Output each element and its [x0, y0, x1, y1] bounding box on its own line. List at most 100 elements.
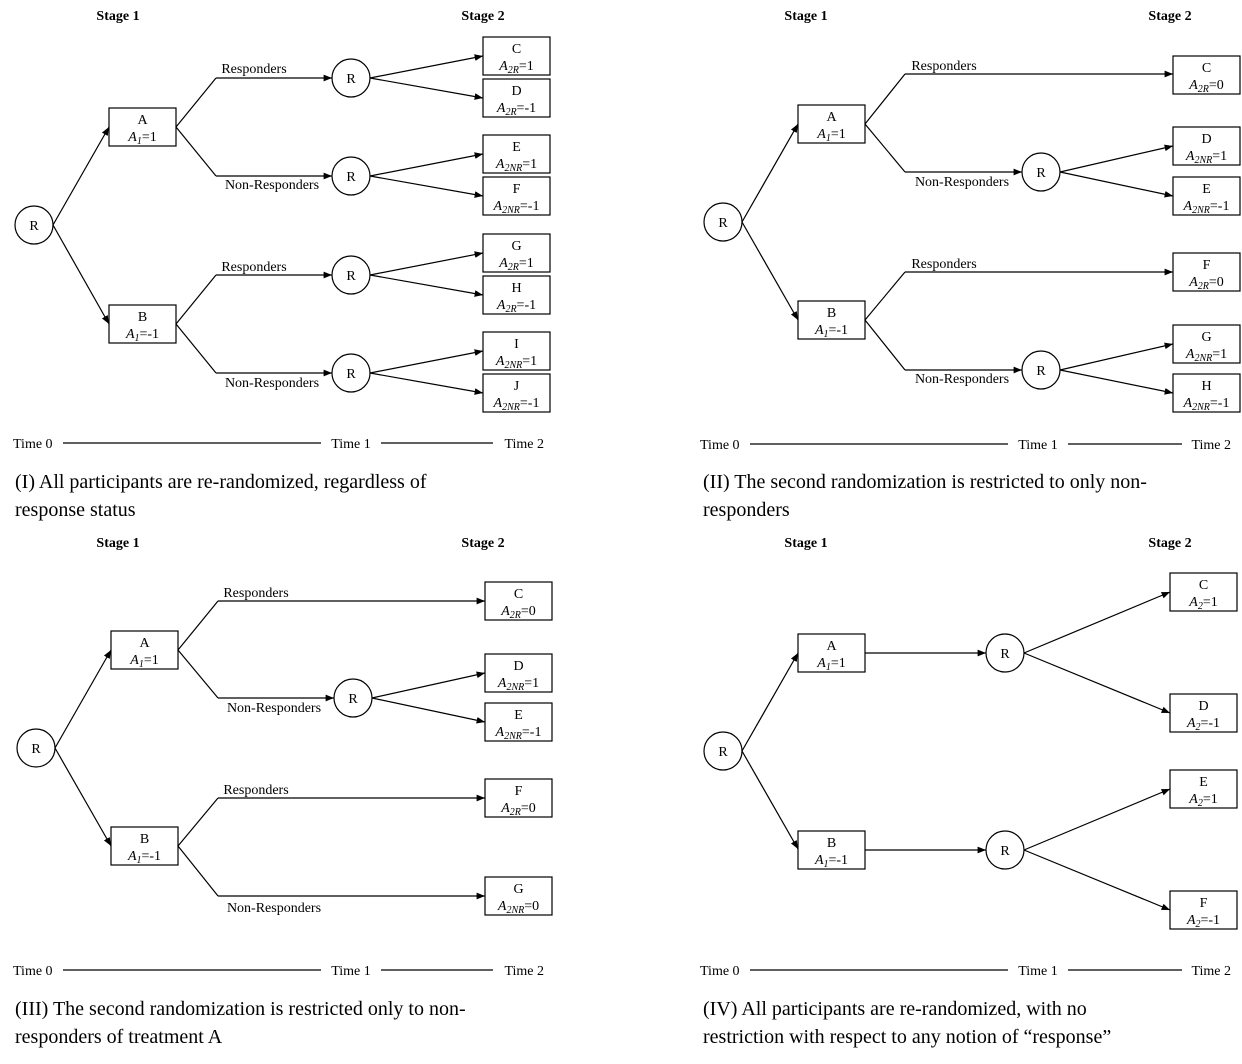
stage2-node-G-name: G	[1201, 330, 1211, 345]
stage2-node-F-name: F	[1200, 896, 1208, 911]
stage1-node-A-name: A	[826, 110, 837, 125]
randomization-node-1: R	[333, 678, 373, 718]
randomization-node-3-label: R	[346, 269, 356, 284]
randomization-node-3: R	[331, 255, 371, 295]
stage2-node-H-sub: 2NR	[1192, 402, 1210, 413]
stage1-node-B-sub: 1	[135, 333, 140, 344]
time-0-label: Time 0	[13, 964, 53, 979]
randomization-node-2: R	[985, 830, 1025, 870]
stage2-node-G-var: A	[497, 899, 507, 914]
stage2-node-C-var: A	[500, 604, 510, 619]
randomization-node-2-label: R	[346, 170, 356, 185]
edge-root-to-B	[54, 747, 112, 847]
caption-line-1: (III) The second randomization is restri…	[15, 998, 466, 1020]
stage2-node-D-assignment: A2NR=1	[497, 676, 539, 693]
stage1-node-B-name: B	[827, 306, 836, 321]
stage1-node-A-sub: 1	[826, 133, 831, 144]
stage1-node-B: BA1=-1	[797, 830, 866, 870]
stage2-node-D-sub: 2NR	[506, 682, 524, 693]
edge-root-to-B	[741, 221, 799, 321]
stage1-node-B-sub: 1	[137, 855, 142, 866]
edge-to-stage2-H	[369, 274, 484, 297]
stage1-node-A-assignment: A1=1	[816, 656, 845, 673]
stage1-node-B-name: B	[138, 310, 147, 325]
stage1-node-B-sub: 1	[824, 329, 829, 340]
stage1-node-B-val: =-1	[140, 327, 160, 342]
stage1-node-A-sub: 1	[139, 659, 144, 670]
stage2-node-C-val: =1	[1203, 595, 1218, 610]
time-2-label: Time 2	[504, 964, 544, 979]
stage2-node-E-assignment: A2=1	[1188, 792, 1217, 809]
stage2-node-C-shape	[482, 36, 551, 76]
stage2-node-F-name: F	[515, 784, 523, 799]
stage-2-header: Stage 2	[1148, 9, 1191, 24]
stage2-node-D-val: =1	[1212, 149, 1227, 164]
stage2-node-H-var: A	[496, 298, 506, 313]
edge-to-stage2-C	[369, 54, 484, 79]
stage2-node-G-var: A	[1185, 347, 1195, 362]
stage2-node-D-name: D	[511, 84, 521, 99]
stage-1-header: Stage 1	[96, 536, 139, 551]
edge-root-to-A	[52, 126, 110, 226]
stage2-node-D-val: =-1	[1201, 716, 1221, 731]
caption-line-2: restriction with respect to any notion o…	[703, 1026, 1111, 1048]
stage2-node-E-sub: 2NR	[504, 731, 522, 742]
edge-to-responders-3	[175, 274, 217, 325]
branch-label-4: Non-Responders	[225, 376, 319, 391]
branch-label-2: Non-Responders	[915, 175, 1009, 190]
time-2-label: Time 2	[1191, 438, 1231, 453]
stage2-node-C-name: C	[1199, 578, 1208, 593]
stage2-node-H-name: H	[1201, 379, 1211, 394]
stage2-node-F-val: =0	[1209, 275, 1224, 290]
stage2-node-F-shape	[484, 778, 553, 818]
stage2-node-E-val: =-1	[522, 725, 542, 740]
stage2-node-I-var: A	[495, 354, 505, 369]
stage1-node-B-name: B	[827, 836, 836, 851]
stage2-node-H-val: =-1	[517, 298, 537, 313]
stage2-node-J-shape	[482, 373, 551, 413]
root-randomization: R	[703, 202, 743, 242]
stage1-node-A-assignment: A1=1	[816, 127, 845, 144]
branch-label-3: Responders	[911, 257, 976, 272]
edge-root-to-B	[741, 750, 799, 850]
stage2-node-F-assignment: A2R=0	[1188, 275, 1224, 292]
stage2-node-D-shape	[484, 653, 553, 693]
stage2-node-C-var: A	[1188, 595, 1198, 610]
stage2-node-E-var: A	[495, 725, 505, 740]
stage2-node-D-sub: 2	[1196, 722, 1201, 733]
stage1-node-B-val: =-1	[142, 849, 162, 864]
stage1-node-B-assignment: A1=-1	[125, 327, 159, 344]
time-1-label: Time 1	[331, 437, 371, 452]
stage1-node-B-var: A	[127, 849, 137, 864]
stage2-node-C-val: =1	[519, 59, 534, 74]
stage-2-header: Stage 2	[1148, 536, 1191, 551]
stage2-node-D-shape	[1172, 126, 1241, 166]
stage2-node-D-assignment: A2NR=1	[1185, 149, 1227, 166]
stage-2-header: Stage 2	[461, 536, 504, 551]
edge-B-nonresponders	[177, 845, 219, 897]
stage1-node-A-sub: 1	[826, 662, 831, 673]
stage1-node-A-var: A	[816, 656, 826, 671]
stage2-node-E-val: =1	[522, 157, 537, 172]
stage1-node-A: AA1=1	[797, 633, 866, 673]
stage2-node-F-shape	[1169, 890, 1238, 930]
stage2-node-F-assignment: A2=-1	[1186, 913, 1220, 930]
root-randomization-label: R	[718, 745, 728, 760]
time-1-label: Time 1	[331, 964, 371, 979]
stage2-node-C-shape	[1172, 55, 1241, 95]
root-randomization: R	[703, 731, 743, 771]
stage2-node-D-name: D	[513, 659, 523, 674]
branch-label-1: Responders	[911, 59, 976, 74]
stage2-node-E-name: E	[1199, 775, 1208, 790]
edge-A-responders	[864, 73, 906, 125]
root-randomization: R	[16, 728, 56, 768]
stage2-node-F-assignment: A2NR=-1	[493, 199, 540, 216]
stage2-node-C-assignment: A2R=1	[498, 59, 534, 76]
stage2-node-D-val: =-1	[517, 101, 537, 116]
